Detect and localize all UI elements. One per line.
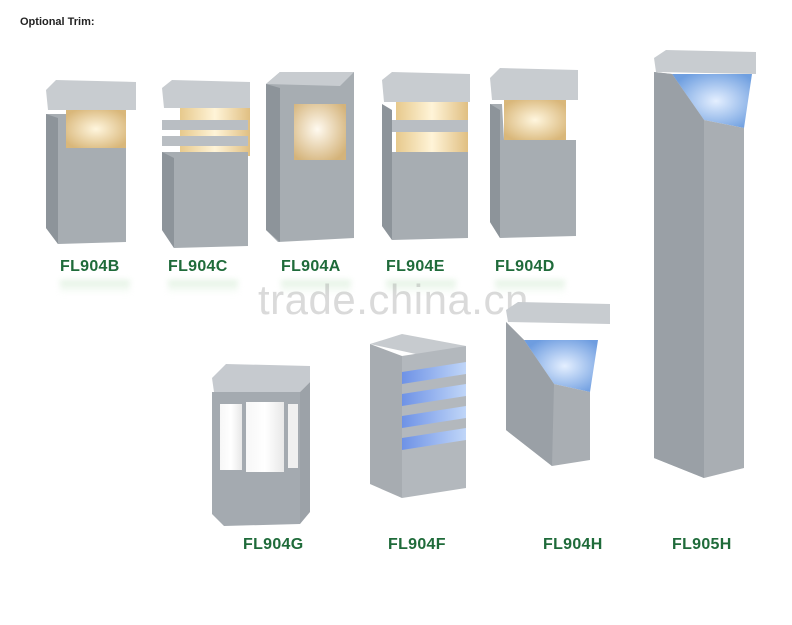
- label-reflection: [281, 280, 351, 294]
- lamp-image-fl904h: [504, 300, 612, 466]
- product-label-fl904a: FL904A: [281, 258, 341, 275]
- label-reflection: [60, 280, 130, 294]
- product-label-fl904h: FL904H: [543, 536, 603, 553]
- product-label-fl904f: FL904F: [388, 536, 446, 553]
- lamp-image-fl905h: [652, 48, 760, 480]
- product-label-fl904d: FL904D: [495, 258, 555, 275]
- product-label-fl904g: FL904G: [243, 536, 304, 553]
- product-label-fl905h: FL905H: [672, 536, 732, 553]
- product-label-fl904b: FL904B: [60, 258, 120, 275]
- lamp-image-fl904a: [264, 70, 356, 242]
- lamp-image-fl904f: [368, 332, 468, 500]
- page-heading: Optional Trim:: [20, 16, 95, 28]
- label-reflection: [495, 280, 565, 294]
- lamp-image-fl904e: [380, 70, 472, 242]
- watermark: trade.china.cn: [258, 276, 529, 323]
- product-label-fl904c: FL904C: [168, 258, 228, 275]
- product-label-fl904e: FL904E: [386, 258, 445, 275]
- lamp-image-fl904b: [44, 78, 138, 246]
- label-reflection: [386, 280, 456, 294]
- label-reflection: [168, 280, 238, 294]
- lamp-image-fl904c: [160, 78, 252, 248]
- lamp-image-fl904g: [210, 362, 314, 526]
- lamp-image-fl904d: [488, 66, 580, 240]
